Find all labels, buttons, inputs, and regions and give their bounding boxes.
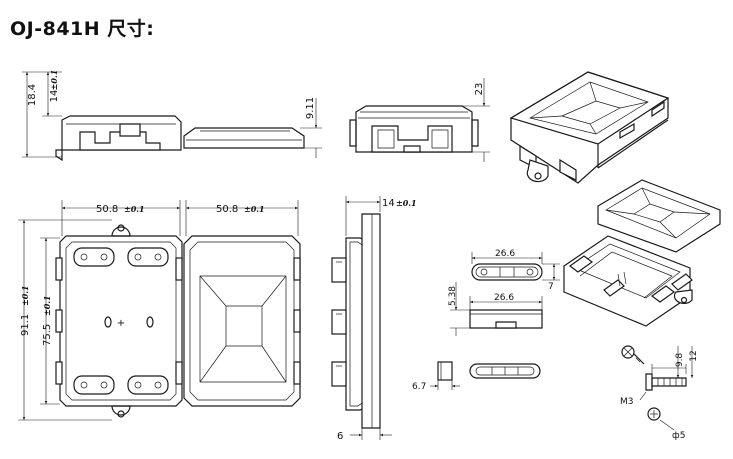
- dim-front-height: 23: [474, 83, 485, 96]
- dim-side-total: 18.4: [27, 84, 38, 106]
- section-side-view: [331, 213, 381, 429]
- bottom-view-dimensions: 50.8 ±0.1 50.8 ±0.1 91.1 ±0.1 75.5 ±0.1: [18, 200, 299, 421]
- dim-height-total-tol: ±0.1: [20, 285, 30, 306]
- dim-flange: 6: [337, 431, 343, 442]
- dim-side-base: 14: [49, 90, 60, 103]
- front-view: [349, 105, 479, 153]
- side-view: [55, 115, 305, 162]
- diagram-title: OJ-841H 尺寸:: [10, 18, 155, 40]
- dim-clip-small: 6.7: [412, 382, 426, 392]
- screw-dimensions: 9.8 12 M3 ф5: [620, 346, 699, 441]
- dim-lid-height: 9.11: [305, 97, 316, 119]
- isometric-open-view: [563, 179, 721, 327]
- screw-view: [621, 345, 687, 421]
- dim-clip-height-mid: 5.38: [448, 286, 458, 306]
- dim-screw-length: 9.8: [675, 353, 685, 368]
- dim-screw-thread: M3: [620, 397, 634, 407]
- clip-top-dimensions: 26.6 7: [471, 249, 560, 292]
- dim-width-right: 50.8: [216, 204, 238, 215]
- base-interior-view: +: [55, 224, 183, 418]
- dim-screw-total: 12: [689, 350, 699, 361]
- front-view-dimensions: 23: [462, 78, 490, 162]
- dim-screw-head: ф5: [672, 431, 685, 441]
- dim-clip-width-mid: 26.6: [494, 293, 514, 303]
- lid-exterior-view: [183, 235, 301, 407]
- dim-clip-height-top: 7: [548, 282, 554, 292]
- side-view-dimensions: 18.4 14 ±0.1 9.11: [22, 70, 322, 158]
- clip-side-view: [469, 309, 543, 329]
- dim-height-inner: 75.5: [42, 324, 53, 346]
- dim-width-left: 50.8: [96, 204, 118, 215]
- dim-height-inner-tol: ±0.1: [42, 295, 52, 316]
- dim-width-right-tol: ±0.1: [244, 204, 265, 214]
- small-clip-view: 6.7: [412, 361, 460, 392]
- isometric-closed-view: [509, 71, 670, 184]
- clip-side-dimensions: 26.6 5.38: [448, 282, 543, 336]
- section-dimensions: 14 ±0.1 6: [337, 196, 417, 442]
- dim-side-base-tol: ±0.1: [49, 70, 59, 91]
- clip-top-view: [471, 263, 543, 281]
- dim-depth-tol: ±0.1: [396, 198, 417, 208]
- bottom-clip-view: [469, 363, 541, 379]
- dim-clip-width-top: 26.6: [495, 249, 515, 259]
- dim-depth: 14: [382, 198, 395, 209]
- polarity-plus: +: [117, 318, 125, 329]
- dim-width-left-tol: ±0.1: [124, 204, 145, 214]
- dim-height-total: 91.1: [20, 314, 31, 336]
